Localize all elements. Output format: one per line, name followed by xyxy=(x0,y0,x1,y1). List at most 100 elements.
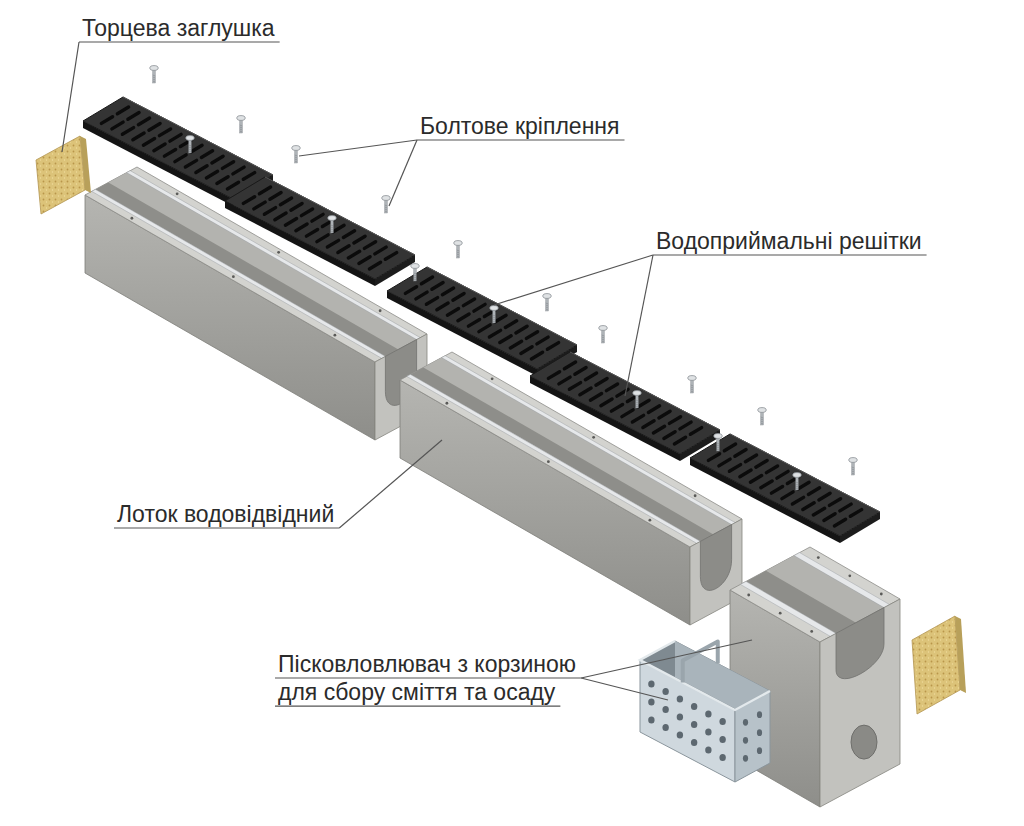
bolt-thread xyxy=(240,129,243,130)
leader-line xyxy=(625,255,653,396)
bolt-head xyxy=(490,306,498,311)
grating-slot xyxy=(564,362,575,369)
grating-slot xyxy=(648,406,659,413)
grating-slot xyxy=(819,493,830,500)
grating-slot xyxy=(159,129,170,136)
bolt xyxy=(849,458,857,475)
bolt-thread xyxy=(602,341,605,342)
grating-edge xyxy=(123,97,273,175)
anchor-hole xyxy=(445,402,448,405)
label-underline xyxy=(275,677,581,678)
bolt xyxy=(714,434,722,451)
grating-slot xyxy=(285,219,296,226)
cast-grating xyxy=(530,352,720,461)
perforation xyxy=(757,729,762,736)
bolt-head xyxy=(328,216,336,221)
grating-slot xyxy=(575,368,586,375)
anchor-hole xyxy=(547,460,550,463)
grating-slot xyxy=(510,341,521,348)
perforation xyxy=(743,719,748,726)
bolt xyxy=(237,116,245,133)
part-label: Лоток водовідвідний xyxy=(117,500,334,528)
grating-slot xyxy=(206,171,217,178)
grating-slot xyxy=(777,471,788,478)
basket-handle xyxy=(683,642,718,683)
channel-trough xyxy=(95,173,416,357)
bolt-thread xyxy=(295,155,298,156)
bolt-thread xyxy=(414,277,417,278)
perforation xyxy=(743,737,748,744)
leader-line xyxy=(581,640,752,678)
bolt-head xyxy=(758,408,766,413)
anchor-hole xyxy=(779,612,782,615)
anchor-hole xyxy=(810,630,813,633)
bolt-thread xyxy=(189,149,192,150)
grating-slot xyxy=(333,225,344,232)
anchor-hole xyxy=(277,251,280,254)
grating-top xyxy=(387,267,577,369)
grating-slot xyxy=(659,411,670,418)
bolt-thread xyxy=(796,488,799,489)
grating-slot xyxy=(117,107,128,114)
end-cap xyxy=(912,616,960,714)
bolt-head xyxy=(688,376,696,381)
grating-slot xyxy=(840,504,851,511)
bolt xyxy=(292,146,300,163)
grating-slot xyxy=(191,145,202,152)
perforation xyxy=(757,747,762,754)
bolt-thread xyxy=(385,209,388,210)
grating-slot xyxy=(761,481,772,488)
bolt-thread xyxy=(717,449,720,450)
bolt-thread xyxy=(691,385,694,386)
grating-slot xyxy=(606,384,617,391)
perforation xyxy=(691,703,697,710)
anchor-hole xyxy=(592,436,595,439)
perforation xyxy=(662,688,668,695)
grating-slot xyxy=(526,332,537,339)
grating-slot xyxy=(343,231,354,238)
bolt-thread xyxy=(240,125,243,126)
bolt xyxy=(758,408,766,425)
bolt-head xyxy=(237,116,245,121)
part-label: Торцева заглушка xyxy=(82,14,275,42)
grating-edge xyxy=(730,434,880,512)
bolt-thread xyxy=(602,337,605,338)
grating-slot xyxy=(175,155,186,162)
grating-slot xyxy=(227,182,238,189)
bolt-thread xyxy=(636,406,639,407)
grating-slot xyxy=(680,422,691,429)
grating-top xyxy=(530,352,720,454)
bolt-thread xyxy=(189,151,192,152)
grating-slot xyxy=(808,488,819,495)
grating-slot xyxy=(359,257,370,264)
grating-slot xyxy=(580,388,591,395)
bolt xyxy=(328,216,336,233)
grating-slot xyxy=(259,187,270,194)
grating-slot xyxy=(327,240,338,247)
metal-edge xyxy=(794,553,890,608)
grating-slot xyxy=(296,224,307,231)
grating-slot xyxy=(782,492,793,499)
anchor-hole xyxy=(491,377,494,380)
grating-slot xyxy=(803,503,814,510)
bolt-thread xyxy=(414,275,417,276)
bolt-thread xyxy=(385,211,388,212)
bolt-thread xyxy=(761,423,764,424)
bolt-thread xyxy=(153,81,156,82)
bolt-head xyxy=(454,241,462,246)
part-label: Болтове кріплення xyxy=(420,112,620,140)
grating-slot xyxy=(632,415,643,422)
bolt-head xyxy=(411,264,419,269)
grating-slot xyxy=(138,118,149,125)
grating-slot xyxy=(813,508,824,515)
bolt-thread xyxy=(153,75,156,76)
grating-slot xyxy=(756,460,767,467)
anchor-hole xyxy=(648,519,651,522)
grating-slot xyxy=(280,198,291,205)
grating-slot xyxy=(585,373,596,380)
end-cap-edge xyxy=(80,136,91,193)
grating-slot xyxy=(306,229,317,236)
bolt-head xyxy=(150,66,158,71)
perforation xyxy=(705,710,711,717)
anchor-hole xyxy=(747,594,750,597)
